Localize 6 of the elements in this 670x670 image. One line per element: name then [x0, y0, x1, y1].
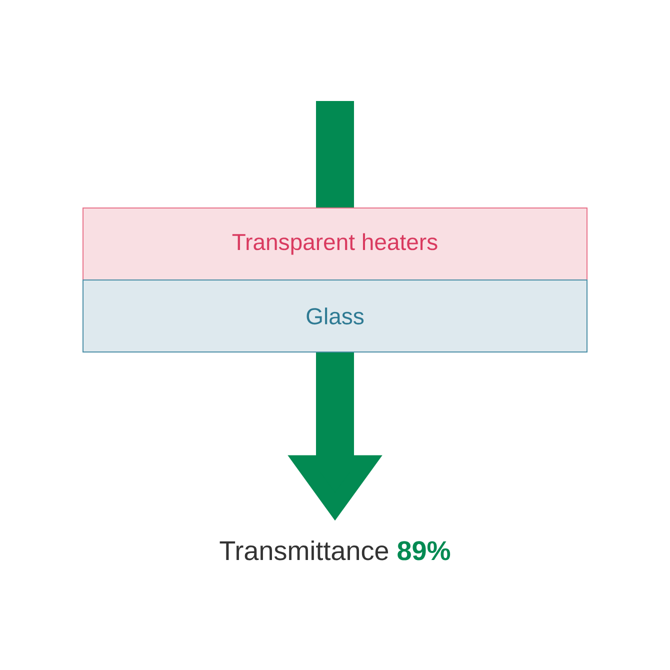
layer-box — [82, 280, 588, 352]
layer-label: Transparent heaters — [232, 233, 438, 255]
layer-label: Glass — [306, 308, 364, 324]
layer-box — [82, 208, 588, 280]
transmittance-label: Transmittance — [220, 540, 388, 560]
percentage-value: 89% — [398, 541, 450, 560]
